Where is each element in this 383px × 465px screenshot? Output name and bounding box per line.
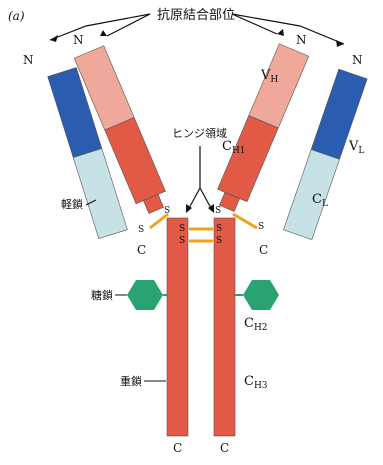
disulfide-bonds (150, 214, 257, 241)
c-terminus-heavy-left: C (173, 441, 182, 455)
arrowhead-right-outer (336, 40, 344, 47)
c-termini: C C C C (137, 243, 268, 455)
panel-label: (a) (8, 9, 25, 23)
arrow-right-outer (232, 14, 344, 44)
n-terminus-heavy-left: N (73, 33, 84, 47)
light-chain-right (283, 69, 367, 240)
heavy-stem-right (214, 218, 235, 436)
n-terminus-light-left: N (23, 53, 34, 67)
s-label-hinge-right-1: S (216, 224, 222, 234)
disulfide-bond-right-lh (233, 214, 257, 228)
antigen-binding-site-label: 抗原結合部位 (157, 8, 235, 23)
disulfide-bond-left-lh (150, 214, 168, 228)
arrowhead-left-outer (50, 35, 58, 42)
arrowhead-left-inner (100, 30, 107, 36)
s-label-hinge-left-2: S (179, 236, 185, 246)
s-label-hinge-right-2: S (216, 236, 222, 246)
sugar-chain-label: 糖鎖 (91, 288, 113, 302)
s-label-light-right: S (258, 222, 264, 232)
hinge-arrows (188, 146, 212, 210)
heavy-arm-right-variable (249, 44, 309, 128)
c-terminus-light-left: C (137, 243, 146, 257)
arrow-left-outer (50, 14, 150, 40)
s-label-light-left: S (138, 225, 144, 235)
n-terminus-heavy-right: N (296, 33, 307, 47)
heavy-chain-label: 重鎖 (120, 374, 142, 388)
s-label-heavy-right-top: S (215, 206, 221, 216)
vl-label: VL (348, 139, 364, 156)
arrowhead-right-inner (277, 29, 284, 36)
glycan-left (127, 280, 163, 310)
c-terminus-light-right: C (259, 243, 268, 257)
c-terminus-heavy-right: C (220, 441, 229, 455)
n-terminus-light-right: N (352, 53, 363, 67)
glycan-right (243, 280, 279, 310)
s-label-heavy-left-top: S (164, 206, 170, 216)
arrow-left-inner (107, 14, 150, 36)
ch2-label: CH2 (244, 316, 268, 333)
arrow-right-inner (232, 14, 277, 34)
light-chain-label: 軽鎖 (61, 197, 83, 211)
ch3-label: CH3 (244, 374, 268, 391)
heavy-stem-left (167, 218, 188, 436)
s-label-hinge-left-1: S (179, 224, 185, 234)
n-termini: N N N N (23, 33, 363, 67)
hinge-region-label: ヒンジ領域 (172, 126, 227, 140)
